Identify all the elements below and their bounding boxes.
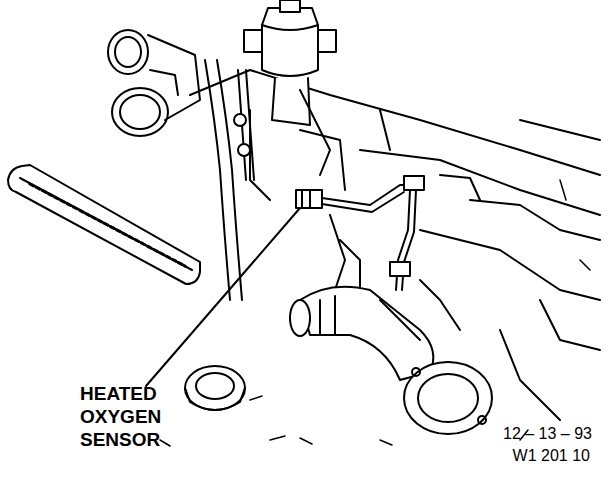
figure-code: W1 201 10 <box>513 446 590 466</box>
date-code: 12 – 13 – 93 <box>503 424 592 444</box>
part-label: HEATED OXYGEN SENSOR <box>80 382 180 451</box>
